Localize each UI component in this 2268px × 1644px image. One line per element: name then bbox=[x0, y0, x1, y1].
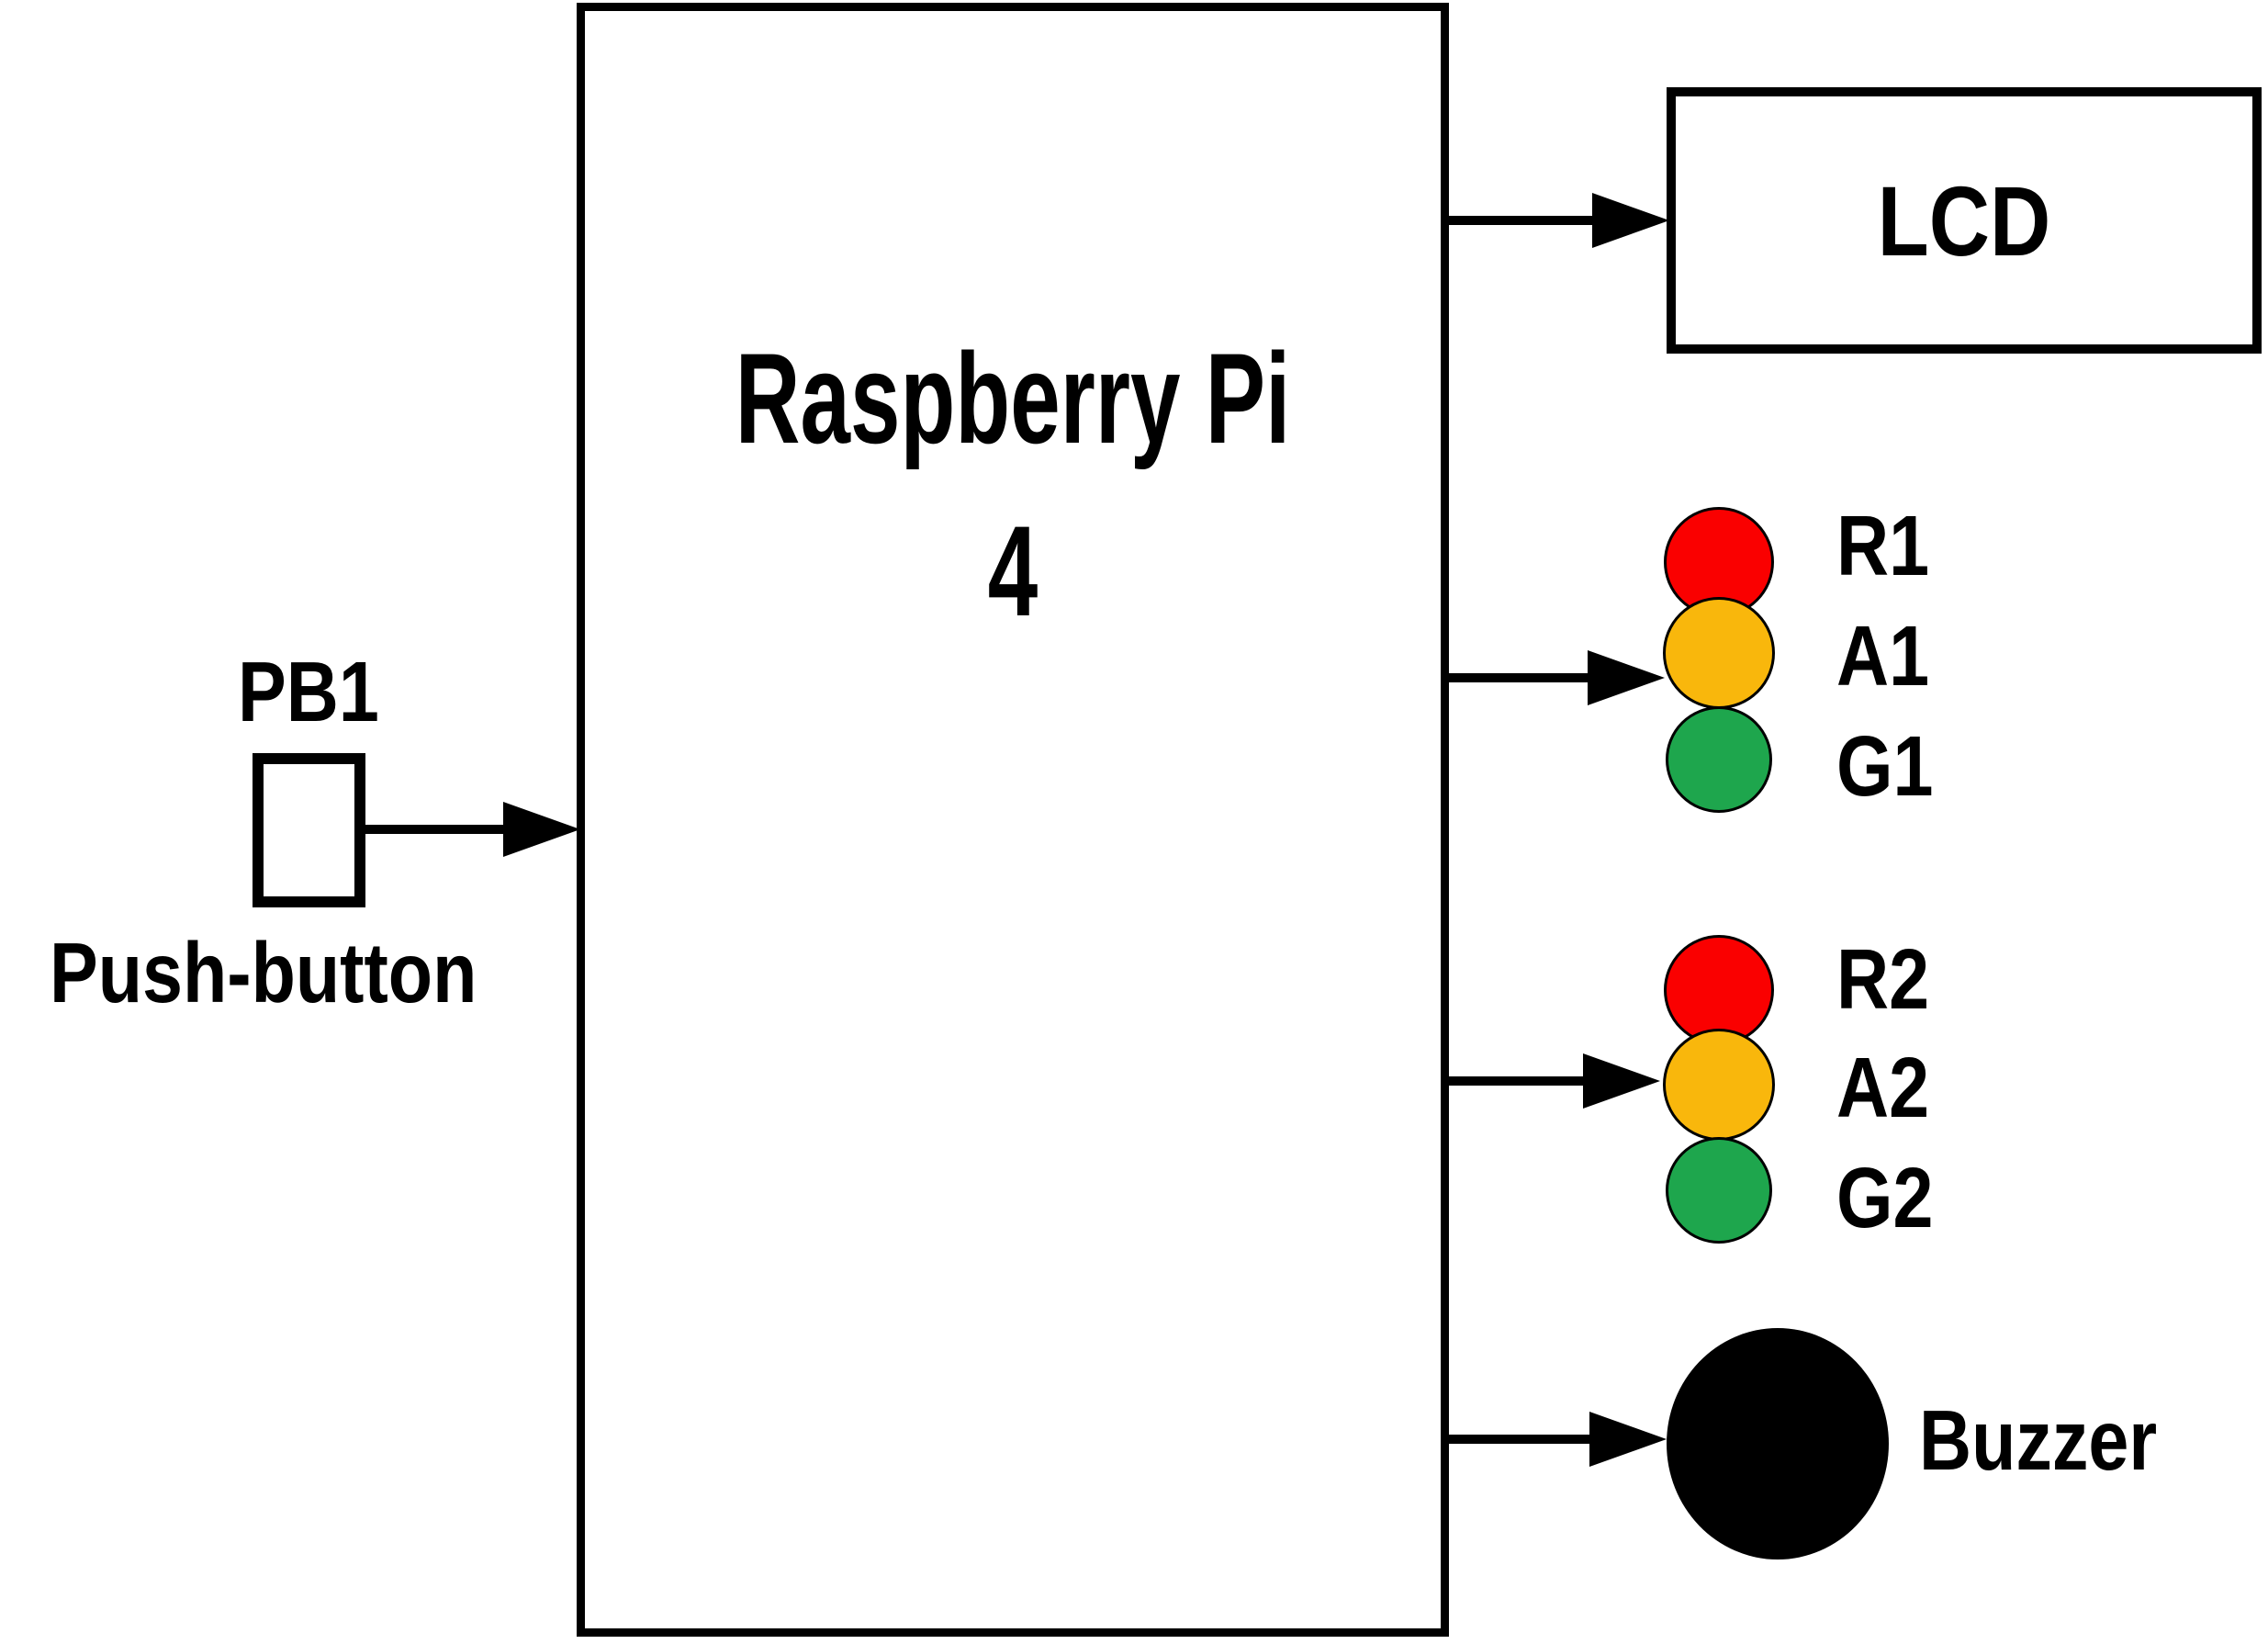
tl2-red-label: R2 bbox=[1836, 931, 1930, 1027]
push-button-name-label: Push-button bbox=[50, 925, 477, 1020]
tl1-green-light bbox=[1666, 706, 1772, 813]
raspberry-pi-title: Raspberry Pi 4 bbox=[577, 312, 1449, 658]
tl2-amber-label: A2 bbox=[1836, 1040, 1930, 1135]
raspberry-pi-box bbox=[577, 3, 1449, 1637]
push-button-symbol bbox=[253, 753, 365, 907]
tl2-green-light bbox=[1666, 1137, 1772, 1244]
tl1-red-label: R1 bbox=[1836, 498, 1930, 593]
arrow-pi-to-lcd-head bbox=[1592, 193, 1669, 248]
lcd-box: LCD bbox=[1667, 87, 2262, 354]
arrow-pi-to-buzzer-head bbox=[1589, 1412, 1667, 1467]
buzzer-symbol bbox=[1667, 1328, 1889, 1560]
lcd-label: LCD bbox=[1877, 164, 2051, 276]
arrow-pi-to-lcd-shaft bbox=[1449, 216, 1592, 225]
arrow-pi-to-trafficlight2-head bbox=[1583, 1053, 1660, 1109]
raspberry-pi-title-line1: Raspberry Pi bbox=[735, 326, 1291, 470]
arrow-pushbutton-to-pi-head bbox=[503, 802, 580, 857]
arrow-pi-to-trafficlight1-shaft bbox=[1449, 673, 1588, 682]
tl2-green-label: G2 bbox=[1836, 1150, 1934, 1245]
tl1-amber-light bbox=[1663, 597, 1775, 709]
buzzer-label: Buzzer bbox=[1919, 1392, 2158, 1488]
tl1-amber-label: A1 bbox=[1836, 608, 1930, 704]
tl2-amber-light bbox=[1663, 1029, 1775, 1141]
tl1-green-label: G1 bbox=[1836, 718, 1934, 814]
arrow-pi-to-trafficlight2-shaft bbox=[1449, 1076, 1583, 1086]
raspberry-pi-title-line2: 4 bbox=[987, 499, 1039, 643]
arrow-pi-to-trafficlight1-head bbox=[1588, 650, 1665, 705]
tl2-red-light bbox=[1664, 935, 1774, 1045]
arrow-pi-to-buzzer-shaft bbox=[1449, 1435, 1589, 1444]
push-button-id-label: PB1 bbox=[238, 644, 379, 739]
arrow-pushbutton-to-pi-shaft bbox=[365, 825, 503, 834]
